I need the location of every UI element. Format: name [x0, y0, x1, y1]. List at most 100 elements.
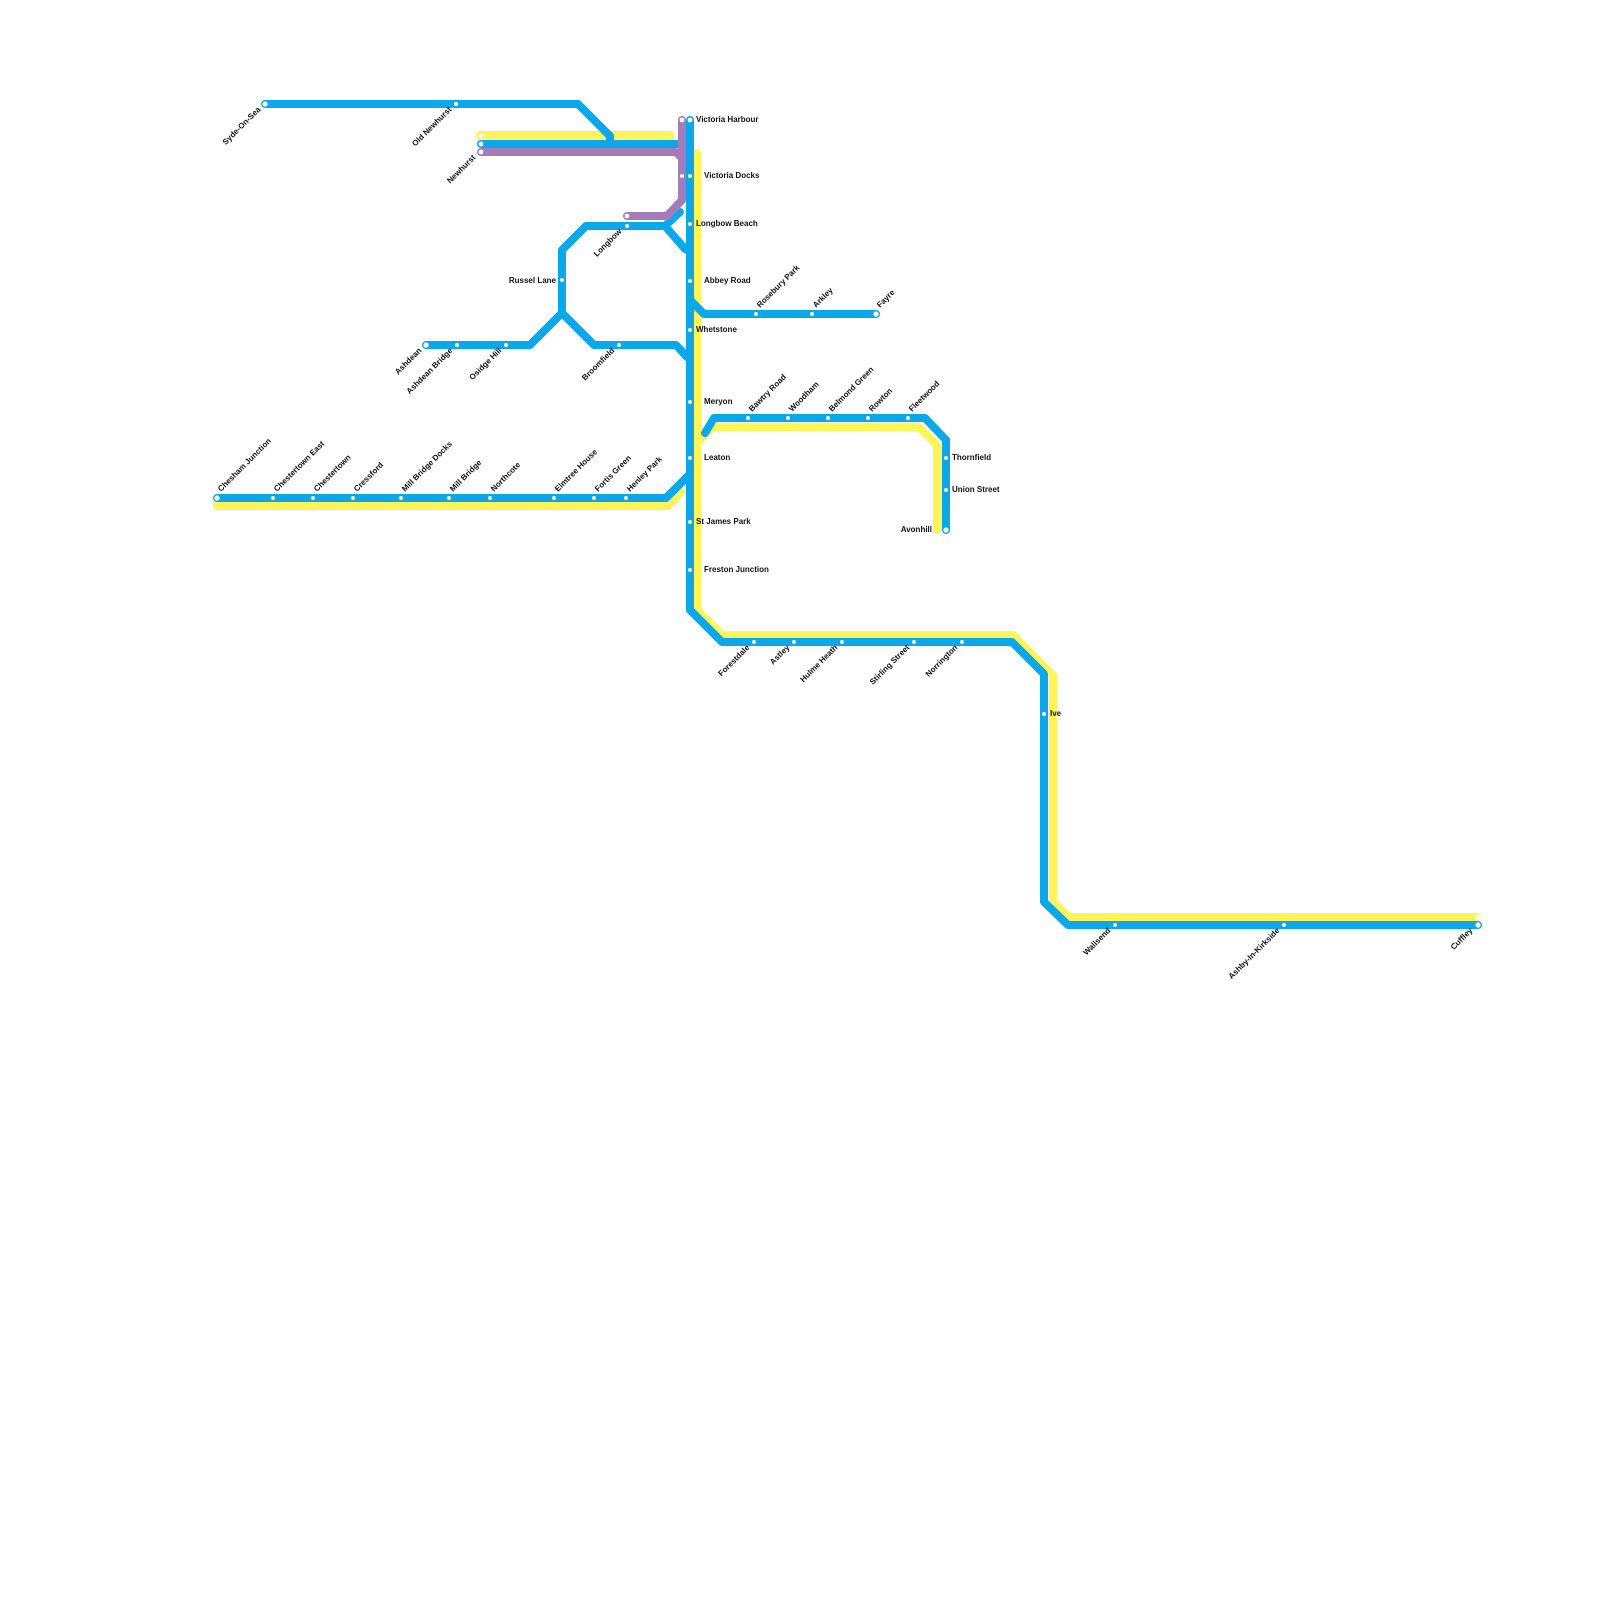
stop-norrington[interactable]	[960, 640, 964, 644]
stop-victoria-harbour-purple[interactable]	[679, 117, 685, 123]
label-astley: Astley	[768, 643, 792, 667]
label-norrington: Norrington	[924, 643, 960, 679]
stop-rowton[interactable]	[866, 416, 870, 420]
stop-fleetwood[interactable]	[906, 416, 910, 420]
label-hulme-heath: Hulme Heath	[798, 643, 839, 684]
stop-woodham[interactable]	[786, 416, 790, 420]
stop-henley-park[interactable]	[624, 496, 628, 500]
stop-ashby-in-kirkside[interactable]	[1282, 923, 1286, 927]
label-chestertown: Chestertown	[312, 453, 353, 494]
stop-victoria-harbour-blue[interactable]	[687, 117, 693, 123]
stop-newhurst-purple[interactable]	[478, 149, 484, 155]
stop-forestdale[interactable]	[752, 640, 756, 644]
label-mill-bridge-docks: Mill Bridge Docks	[400, 439, 454, 493]
label-st-james-park: St James Park	[696, 517, 751, 526]
stop-chesham-junction[interactable]	[214, 495, 220, 501]
blue-line-track-main	[686, 116, 1482, 929]
stop-chestertown-east[interactable]	[271, 496, 275, 500]
blue-line	[213, 100, 1482, 929]
label-fayre: Fayre	[875, 288, 897, 310]
stop-arkley[interactable]	[810, 312, 814, 316]
label-longbow-beach: Longbow Beach	[696, 219, 758, 228]
stop-abbey-road[interactable]	[688, 279, 692, 283]
stop-avonhill[interactable]	[943, 527, 949, 533]
stop-bawtry-road[interactable]	[746, 416, 750, 420]
label-cressford: Cressford	[352, 460, 385, 493]
stop-longbow-purple[interactable]	[624, 213, 630, 219]
stop-elmtree-house[interactable]	[552, 496, 556, 500]
label-freston-junction: Freston Junction	[704, 565, 769, 574]
blue-line-track-ashdean	[422, 309, 566, 349]
stop-fortis-green[interactable]	[592, 496, 596, 500]
label-thornfield: Thornfield	[952, 453, 991, 462]
stop-mill-bridge[interactable]	[447, 496, 451, 500]
label-rosebury-park: Rosebury Park	[755, 263, 802, 310]
label-broomfield: Broomfield	[580, 346, 616, 382]
stop-longbow-blue[interactable]	[625, 224, 629, 228]
stop-broomfield[interactable]	[617, 343, 621, 347]
stop-fayre[interactable]	[873, 311, 879, 317]
stop-osidge-hill[interactable]	[504, 343, 508, 347]
stop-victoria-docks-blue[interactable]	[688, 174, 692, 178]
label-meryon: Meryon	[704, 397, 733, 406]
stop-cuffley-yellow[interactable]	[1475, 914, 1481, 920]
stop-mill-bridge-docks[interactable]	[399, 496, 403, 500]
label-chesham-junction: Chesham Junction	[216, 436, 273, 493]
stop-ive[interactable]	[1042, 712, 1046, 716]
stop-old-newhurst[interactable]	[454, 102, 458, 106]
stop-newhurst-blue[interactable]	[478, 141, 484, 147]
stop-newhurst-yellow[interactable]	[478, 133, 484, 139]
stop-freston-junction[interactable]	[688, 568, 692, 572]
label-rowton: Rowton	[867, 386, 894, 413]
stop-russel-lane[interactable]	[560, 278, 564, 282]
stop-st-james-park[interactable]	[688, 520, 692, 524]
stop-leaton[interactable]	[688, 456, 692, 460]
stop-stirling-street[interactable]	[912, 640, 916, 644]
stop-hulme-heath[interactable]	[840, 640, 844, 644]
stop-astley[interactable]	[792, 640, 796, 644]
label-leaton: Leaton	[704, 453, 730, 462]
stop-meryon[interactable]	[688, 400, 692, 404]
stop-syde-on-sea[interactable]	[262, 101, 268, 107]
label-longbow: Longbow	[592, 227, 624, 259]
label-ashby-in-kirkside: Ashby-In-Kirkside	[1227, 926, 1282, 981]
purple-line-track-newhurst	[477, 116, 686, 162]
stop-longbow-beach[interactable]	[688, 222, 692, 226]
stop-whetstone[interactable]	[688, 328, 692, 332]
yellow-line-track-trunk	[693, 149, 1481, 921]
stop-thornfield[interactable]	[944, 456, 948, 460]
label-woodham: Woodham	[787, 380, 821, 414]
label-stirling-street: Stirling Street	[868, 643, 912, 687]
yellow-line-track-fleetwood	[693, 423, 941, 534]
label-mill-bridge: Mill Bridge	[448, 458, 484, 494]
label-northcote: Northcote	[489, 460, 522, 493]
station-labels: Syde-On-Sea Old Newhurst Newhurst Longbo…	[216, 105, 1475, 981]
label-osidge-hill: Osidge Hill	[467, 346, 503, 382]
label-abbey-road: Abbey Road	[704, 276, 751, 285]
label-forestdale: Forestdale	[716, 643, 751, 678]
label-syde-on-sea: Syde-On-Sea	[221, 105, 263, 147]
stop-wallsend[interactable]	[1113, 923, 1117, 927]
label-russel-lane: Russel Lane	[509, 276, 557, 285]
label-victoria-harbour: Victoria Harbour	[696, 115, 759, 124]
label-newhurst: Newhurst	[445, 153, 477, 185]
label-wallsend: Wallsend	[1081, 926, 1112, 957]
stop-chestertown[interactable]	[311, 496, 315, 500]
stop-union-street[interactable]	[944, 488, 948, 492]
blue-line-track-longbow	[558, 222, 691, 361]
label-old-newhurst: Old Newhurst	[410, 105, 453, 148]
label-fleetwood: Fleetwood	[907, 379, 941, 413]
stop-northcote[interactable]	[488, 496, 492, 500]
label-ashdean: Ashdean	[393, 346, 423, 376]
stop-ashdean[interactable]	[423, 342, 429, 348]
stop-cressford[interactable]	[351, 496, 355, 500]
blue-line-track-longbow-loop	[661, 208, 684, 230]
blue-line-track-fayre	[686, 296, 880, 318]
stop-rosebury-park[interactable]	[754, 312, 758, 316]
stop-victoria-docks[interactable]	[680, 174, 684, 178]
stop-belmond-green[interactable]	[826, 416, 830, 420]
label-victoria-docks: Victoria Docks	[704, 171, 760, 180]
stop-cuffley[interactable]	[1475, 922, 1481, 928]
stop-ashdean-bridge[interactable]	[455, 343, 459, 347]
